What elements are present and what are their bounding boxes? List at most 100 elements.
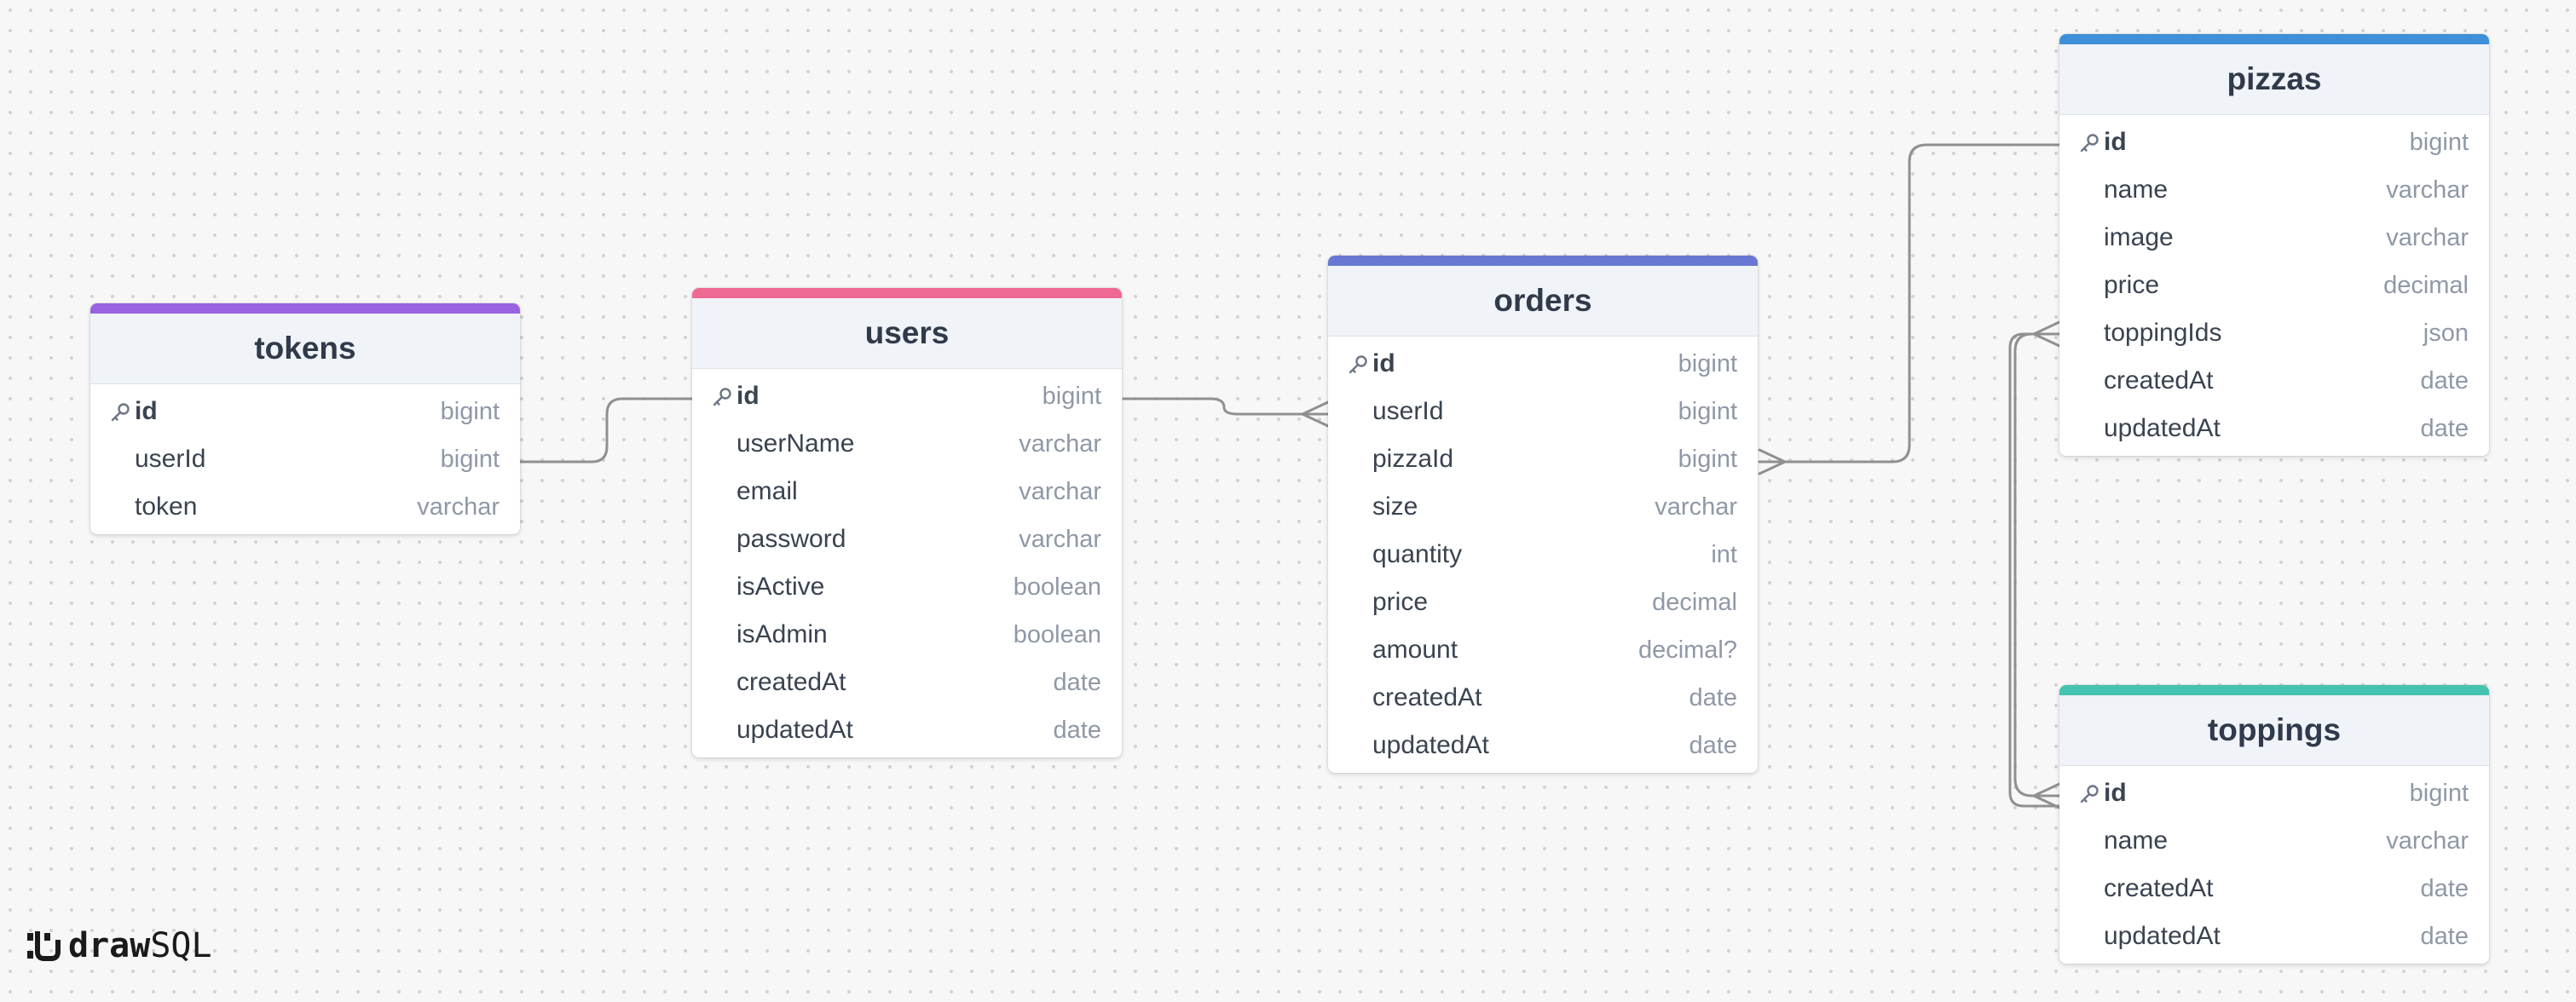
field-type: date bbox=[2420, 874, 2469, 902]
field-name: pizzaId bbox=[1372, 445, 1454, 473]
field-type: bigint bbox=[440, 445, 500, 473]
field-name: name bbox=[2104, 176, 2169, 204]
field-type: bigint bbox=[1042, 382, 1101, 410]
field-name: price bbox=[2104, 271, 2160, 299]
table-color-bar bbox=[2059, 34, 2489, 44]
field-name: updatedAt bbox=[2104, 922, 2221, 950]
brand-name-light: SQL bbox=[150, 926, 212, 965]
field-name: id bbox=[135, 397, 158, 425]
primary-key-icon bbox=[111, 403, 130, 422]
field-name: createdAt bbox=[2104, 874, 2214, 902]
field-row-updatedat[interactable]: updatedAt date bbox=[1328, 722, 1758, 769]
field-row-id[interactable]: id bigint bbox=[692, 372, 1122, 420]
field-name: toppingIds bbox=[2104, 319, 2222, 347]
field-type: bigint bbox=[1678, 397, 1737, 425]
relation-pizzas-toppings-b[interactable] bbox=[2008, 332, 2061, 808]
field-type: varchar bbox=[2386, 176, 2469, 204]
field-type: bigint bbox=[2409, 128, 2469, 156]
crowfoot-toppings-id bbox=[2032, 782, 2061, 809]
field-name: createdAt bbox=[736, 668, 846, 696]
primary-key-icon bbox=[713, 388, 731, 406]
field-type: varchar bbox=[1019, 525, 1101, 553]
field-row-pizzaid[interactable]: pizzaId bigint bbox=[1328, 435, 1758, 483]
field-type: varchar bbox=[2386, 826, 2469, 855]
field-type: decimal? bbox=[1637, 636, 1737, 664]
field-name: id bbox=[2104, 128, 2127, 156]
field-name: id bbox=[2104, 779, 2127, 807]
table-color-bar bbox=[2059, 685, 2489, 695]
field-type: bigint bbox=[1678, 445, 1737, 473]
field-name: id bbox=[736, 382, 760, 410]
brand-name-bold: draw bbox=[68, 926, 151, 965]
field-type: bigint bbox=[440, 397, 500, 425]
field-row-id[interactable]: id bigint bbox=[90, 388, 520, 435]
relation-orders-pizzas[interactable] bbox=[1758, 143, 2061, 464]
table-title[interactable]: tokens bbox=[90, 314, 520, 384]
field-row-createdat[interactable]: createdAt date bbox=[692, 659, 1122, 706]
table-color-bar bbox=[1328, 256, 1758, 266]
field-row-size[interactable]: size varchar bbox=[1328, 483, 1758, 531]
field-row-id[interactable]: id bigint bbox=[2059, 118, 2489, 166]
crowfoot-pizzas-toppingids bbox=[2032, 320, 2061, 348]
field-row-name[interactable]: name varchar bbox=[2059, 817, 2489, 865]
field-type: date bbox=[1689, 731, 1737, 759]
primary-key-icon bbox=[2080, 785, 2099, 803]
field-name: createdAt bbox=[1372, 683, 1482, 711]
field-type: date bbox=[1053, 668, 1101, 696]
field-name: updatedAt bbox=[1372, 731, 1489, 759]
field-row-createdat[interactable]: createdAt date bbox=[2059, 865, 2489, 913]
field-name: email bbox=[736, 477, 798, 505]
field-row-password[interactable]: password varchar bbox=[692, 515, 1122, 563]
table-title[interactable]: toppings bbox=[2059, 695, 2489, 766]
field-row-name[interactable]: name varchar bbox=[2059, 166, 2489, 214]
field-type: varchar bbox=[1655, 492, 1737, 521]
field-name: token bbox=[135, 492, 198, 521]
field-name: name bbox=[2104, 826, 2169, 855]
field-row-updatedat[interactable]: updatedAt date bbox=[2059, 913, 2489, 960]
field-name: password bbox=[736, 525, 846, 553]
relation-users-orders[interactable] bbox=[1122, 397, 1330, 416]
table-title[interactable]: users bbox=[692, 298, 1122, 369]
relation-pizzas-toppings-a[interactable] bbox=[2013, 332, 2061, 798]
field-name: price bbox=[1372, 588, 1429, 616]
primary-key-icon bbox=[1349, 355, 1367, 374]
field-type: date bbox=[2420, 922, 2469, 950]
table-title[interactable]: pizzas bbox=[2059, 44, 2489, 115]
drawsql-logo[interactable]: draw SQL bbox=[26, 924, 212, 967]
field-name: userName bbox=[736, 429, 855, 458]
crowfoot-orders-pizzaid bbox=[1758, 448, 1787, 475]
field-type: boolean bbox=[1013, 573, 1101, 601]
field-name: size bbox=[1372, 492, 1418, 521]
table-title[interactable]: orders bbox=[1328, 266, 1758, 337]
field-name: updatedAt bbox=[736, 716, 853, 744]
relation-tokens-users[interactable] bbox=[518, 397, 694, 464]
